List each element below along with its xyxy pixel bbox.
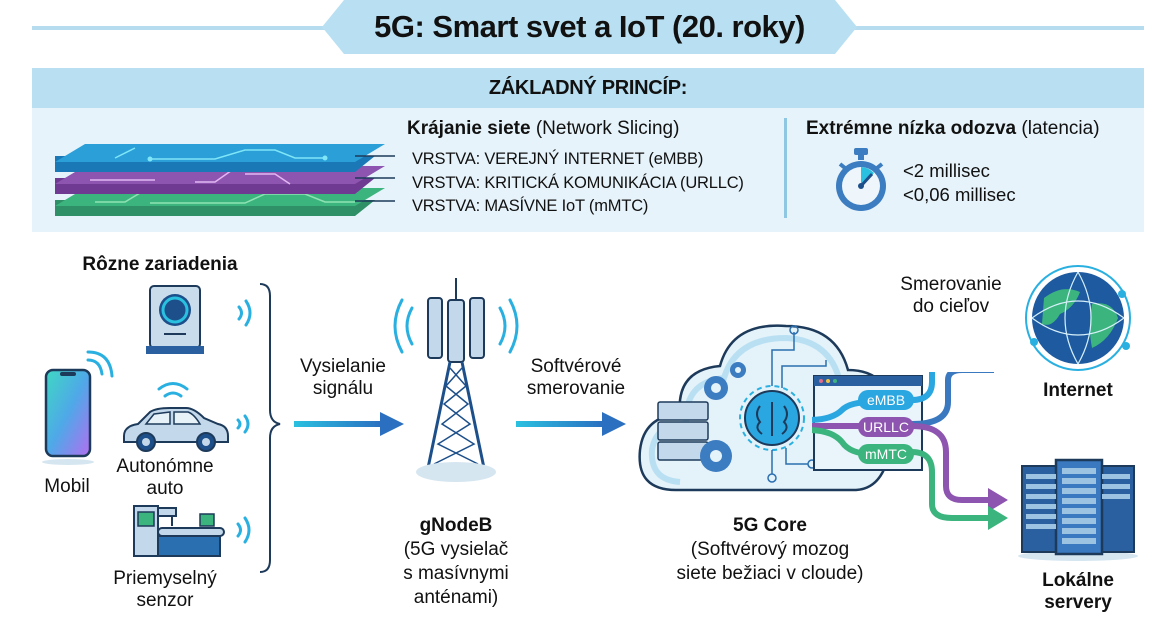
- globe-icon: [1025, 265, 1131, 371]
- device-label-sensor: Priemyselný senzor: [110, 568, 220, 612]
- arrow-right-icon: [294, 412, 404, 436]
- title-rule-left: [32, 26, 332, 30]
- wireless-signal-icon: [236, 516, 251, 544]
- network-slices-icon: [55, 144, 395, 216]
- latency-title-bold: Extrémne nízka odozva: [806, 118, 1017, 139]
- page-title: 5G: Smart svet a IoT (20. roky): [374, 9, 805, 44]
- slice-pill-mmtc: mMTC: [858, 444, 914, 464]
- slice-pill-urllc: URLLC: [858, 417, 914, 437]
- routing-label-line2: do cieľov: [912, 296, 990, 317]
- destination-internet-label: Internet: [1043, 380, 1113, 401]
- tower-desc-line1: (5G vysielač: [403, 539, 509, 560]
- arrow-label-routing-line1: Softvérové: [530, 356, 622, 377]
- core-title: 5G Core: [733, 515, 807, 536]
- wireless-signal-icon: [237, 299, 252, 327]
- smartphone-icon: [42, 368, 94, 465]
- device-label-car: Autonómne auto: [110, 456, 220, 500]
- wireless-signal-icon: [86, 350, 114, 378]
- slicing-title-bold: Krájanie siete: [407, 118, 531, 139]
- device-label-sensor-line1: Priemyselný: [113, 568, 217, 589]
- principle-heading: ZÁKLADNÝ PRINCÍP:: [488, 76, 688, 99]
- devices-heading: Rôzne zariadenia: [82, 254, 238, 275]
- tower-desc-line3: anténami): [413, 587, 499, 608]
- latency-value-2: <0,06 millisec: [903, 184, 1016, 205]
- smart-speaker-icon: [146, 285, 204, 354]
- wireless-signal-icon: [236, 414, 250, 434]
- cell-tower-icon: [393, 278, 519, 482]
- principle-heading-bar: ZÁKLADNÝ PRINCÍP:: [32, 68, 1144, 108]
- arrow-right-icon: [516, 412, 626, 436]
- tower-desc-line2: s masívnymi: [403, 563, 509, 584]
- core-desc-line1: (Softvérový mozog: [690, 539, 850, 560]
- slicing-title: Krájanie siete (Network Slicing): [407, 118, 679, 140]
- device-label-sensor-line2: senzor: [136, 590, 194, 611]
- latency-value-1: <2 millisec: [903, 160, 990, 181]
- arrow-label-routing-line2: smerovanie: [526, 378, 626, 399]
- grouping-brace: [259, 283, 281, 573]
- tower-title: gNodeB: [419, 515, 493, 536]
- principle-divider: [784, 118, 787, 218]
- slice-layer-urllc: VRSTVA: KRITICKÁ KOMUNIKÁCIA (URLLC): [412, 174, 744, 192]
- title-rule-right: [850, 26, 1144, 30]
- wireless-signal-icon: [157, 382, 189, 398]
- industrial-machine-icon: [133, 505, 225, 557]
- destination-servers-line1: Lokálne: [1042, 570, 1114, 591]
- slice-layer-embb: VRSTVA: VEREJNÝ INTERNET (eMBB): [412, 150, 704, 168]
- destination-servers-line2: servery: [1044, 592, 1112, 613]
- core-caption: 5G Core (Softvérový mozog siete bežiaci …: [630, 514, 910, 586]
- arrow-label-transmit-line1: Vysielanie: [300, 356, 386, 377]
- arrow-label-transmit: Vysielanie signálu: [288, 356, 398, 400]
- slice-pill-embb: eMBB: [858, 390, 914, 410]
- car-icon: [123, 407, 229, 452]
- slice-layer-mmtc: VRSTVA: MASÍVNE IoT (mMTC): [412, 197, 649, 215]
- slicing-title-rest: (Network Slicing): [530, 118, 680, 139]
- stopwatch-icon: [836, 148, 886, 211]
- arrow-label-routing: Softvérové smerovanie: [512, 356, 640, 400]
- title-banner: 5G: Smart svet a IoT (20. roky): [322, 0, 857, 54]
- destination-servers-label: Lokálne servery: [1020, 570, 1136, 614]
- latency-title: Extrémne nízka odozva (latencia): [806, 118, 1100, 140]
- arrow-label-transmit-line2: signálu: [312, 378, 374, 399]
- tower-caption: gNodeB (5G vysielač s masívnymi anténami…: [388, 514, 524, 610]
- routing-label-line1: Smerovanie: [900, 274, 1002, 295]
- device-label-car-line1: Autonómne: [116, 456, 214, 477]
- device-label-car-line2: auto: [146, 478, 184, 499]
- routing-label: Smerovanie do cieľov: [896, 274, 1006, 318]
- device-label-mobile: Mobil: [44, 476, 90, 497]
- latency-title-rest: (latencia): [1016, 118, 1100, 139]
- server-rack-icon: [1018, 458, 1138, 561]
- core-desc-line2: siete bežiaci v cloude): [676, 563, 864, 584]
